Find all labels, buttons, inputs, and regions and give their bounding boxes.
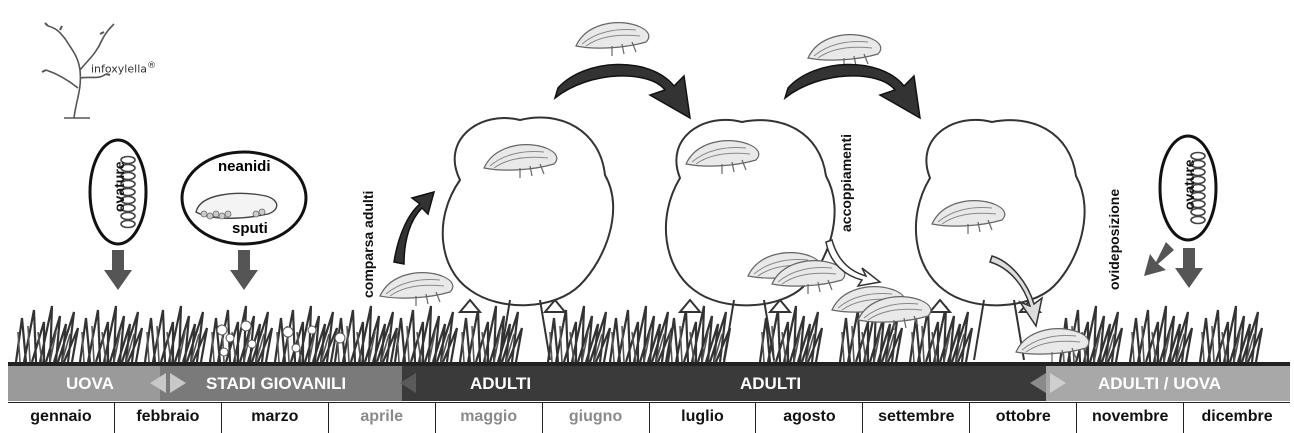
month-luglio: luglio — [649, 403, 756, 433]
month-settembre: settembre — [862, 403, 969, 433]
month-aprile: aprile — [328, 403, 435, 433]
label-sputi: sputi — [232, 220, 268, 237]
stage-label-adulti-1: ADULTI — [470, 366, 531, 401]
month-marzo: marzo — [221, 403, 328, 433]
label-comparsa-adulti: comparsa adulti — [360, 191, 376, 298]
months-row: gennaio febbraio marzo aprile maggio giu… — [8, 402, 1290, 433]
month-dicembre: dicembre — [1183, 403, 1290, 433]
month-ottobre: ottobre — [969, 403, 1076, 433]
label-ovature-left: ovature — [111, 161, 127, 212]
month-agosto: agosto — [755, 403, 862, 433]
logo-text: infoxylella® — [91, 60, 156, 76]
stage-label-adulti-2: ADULTI — [740, 366, 801, 401]
label-accoppiamenti: accoppiamenti — [838, 134, 854, 232]
month-novembre: novembre — [1076, 403, 1183, 433]
month-febbraio: febbraio — [114, 403, 221, 433]
month-maggio: maggio — [435, 403, 542, 433]
stage-label-stadi-giovanili: STADI GIOVANILI — [206, 366, 346, 401]
label-neanidi: neanidi — [218, 158, 271, 175]
stage-label-uova: UOVA — [66, 366, 114, 401]
month-giugno: giugno — [542, 403, 649, 433]
month-gennaio: gennaio — [8, 403, 114, 433]
label-ovideposizione: ovideposizione — [1106, 189, 1122, 290]
stage-label-adulti-uova: ADULTI / UOVA — [1098, 366, 1221, 401]
label-ovature-right: ovature — [1181, 159, 1197, 210]
